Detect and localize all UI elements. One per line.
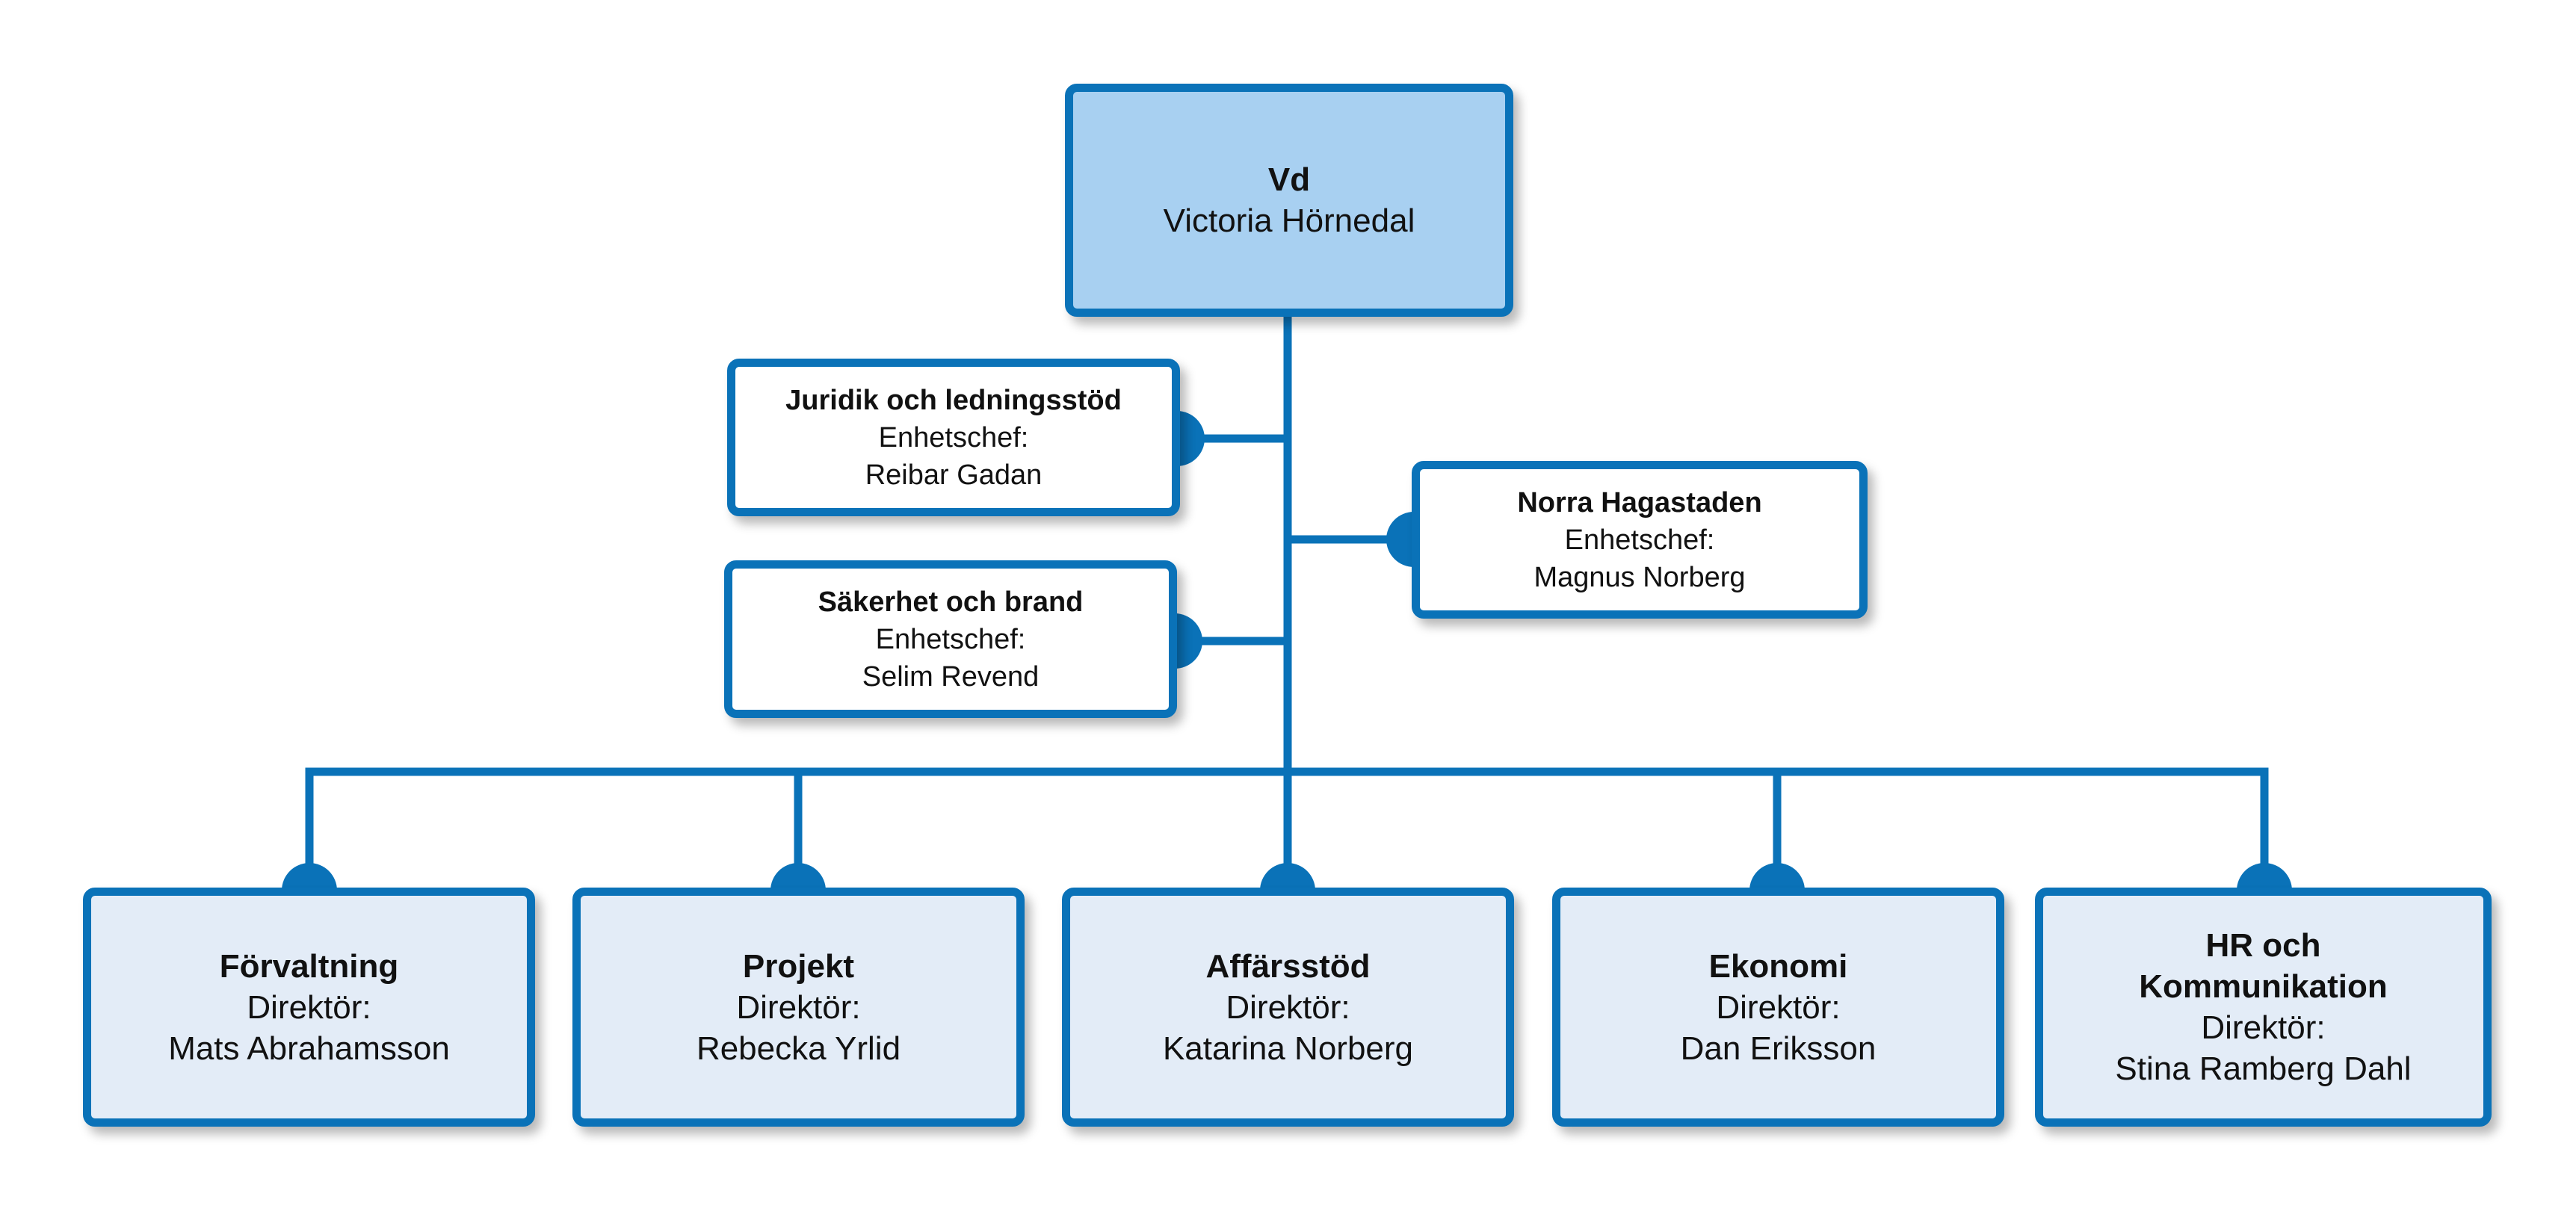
division-projekt: Projekt Direktör: Rebecka Yrlid	[572, 888, 1025, 1127]
division-affarsstod: Affärsstöd Direktör: Katarina Norberg	[1062, 888, 1514, 1127]
division-role: Direktör:	[1716, 988, 1841, 1026]
staff-unit-sakerhet: Säkerhet och brand Enhetschef: Selim Rev…	[724, 560, 1177, 718]
division-name: Stina Ramberg Dahl	[2115, 1050, 2412, 1087]
ceo-title: Vd	[1267, 161, 1311, 198]
division-title: HR och Kommunikation	[2139, 927, 2388, 1005]
staff-unit-title: Norra Hagastaden	[1517, 486, 1762, 518]
division-title: Förvaltning	[219, 947, 399, 985]
staff-unit-role: Enhetschef:	[1564, 524, 1715, 556]
division-hr-och-kommunikation: HR och Kommunikation Direktör: Stina Ram…	[2035, 888, 2492, 1127]
division-forvaltning: Förvaltning Direktör: Mats Abrahamsson	[83, 888, 535, 1127]
staff-unit-title: Juridik och ledningsstöd	[785, 384, 1122, 416]
staff-unit-juridik: Juridik och ledningsstöd Enhetschef: Rei…	[727, 359, 1180, 516]
division-name: Rebecka Yrlid	[696, 1030, 901, 1067]
division-title: Affärsstöd	[1205, 947, 1371, 985]
ceo-box: Vd Victoria Hörnedal	[1065, 84, 1513, 317]
division-name: Mats Abrahamsson	[168, 1030, 450, 1067]
division-role: Direktör:	[2201, 1009, 2326, 1046]
division-title: Ekonomi	[1708, 947, 1848, 985]
division-role: Direktör:	[247, 988, 371, 1026]
division-name: Katarina Norberg	[1162, 1030, 1414, 1067]
division-ekonomi: Ekonomi Direktör: Dan Eriksson	[1552, 888, 2004, 1127]
division-role: Direktör:	[736, 988, 861, 1026]
staff-unit-title: Säkerhet och brand	[818, 586, 1084, 618]
staff-unit-name: Selim Revend	[862, 660, 1040, 693]
division-role: Direktör:	[1226, 988, 1350, 1026]
staff-unit-norra-hagastaden: Norra Hagastaden Enhetschef: Magnus Norb…	[1412, 461, 1868, 619]
staff-unit-role: Enhetschef:	[875, 623, 1026, 655]
staff-unit-name: Magnus Norberg	[1533, 561, 1746, 593]
division-name: Dan Eriksson	[1680, 1030, 1877, 1067]
ceo-name: Victoria Hörnedal	[1163, 202, 1415, 239]
staff-unit-role: Enhetschef:	[878, 421, 1029, 453]
staff-unit-name: Reibar Gadan	[865, 459, 1043, 491]
division-title: Projekt	[742, 947, 855, 985]
